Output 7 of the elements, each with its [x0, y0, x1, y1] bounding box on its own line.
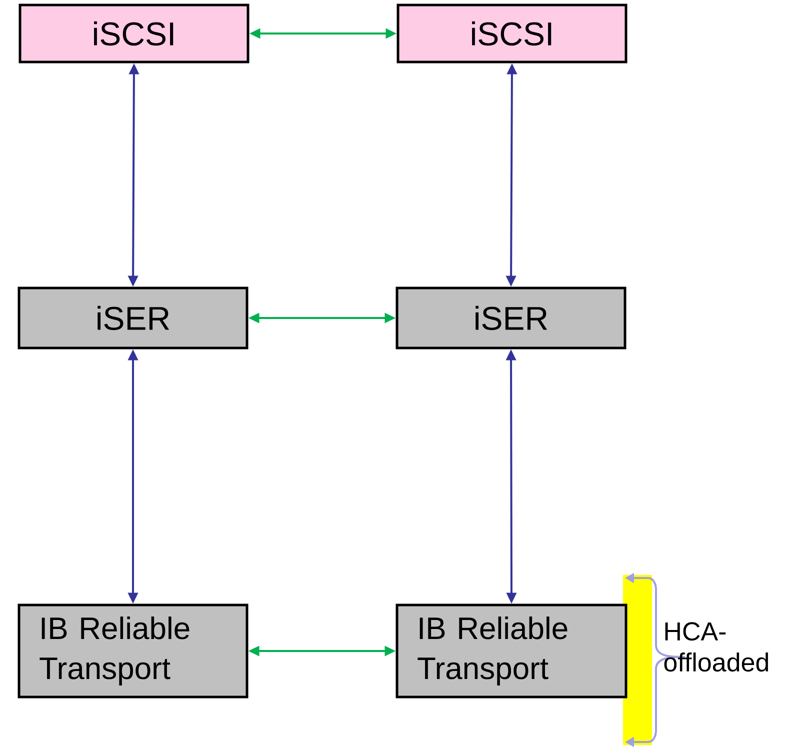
layer-box: iSER [18, 286, 248, 350]
layer-box: iSCSI [18, 4, 250, 64]
layer-box: IB Reliable Transport [396, 604, 628, 698]
layer-box: IB Reliable Transport [18, 604, 248, 698]
layer-box: iSCSI [396, 4, 628, 64]
layer-box: iSER [396, 286, 626, 350]
bracket-label: HCA- offloaded [664, 622, 768, 672]
